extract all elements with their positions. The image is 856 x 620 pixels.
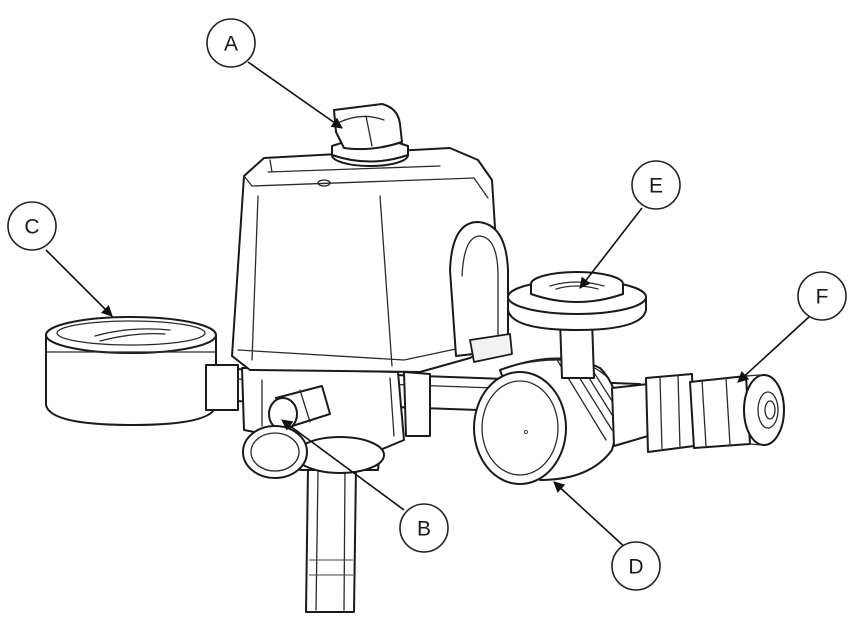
callout-e: E (631, 160, 681, 210)
leader-line-c (45, 249, 113, 317)
pressure-regulator-d (473, 355, 619, 485)
on-off-knob-a (331, 103, 409, 167)
callout-label-e: E (649, 175, 663, 198)
bottom-stem-tube (305, 467, 357, 613)
leader-line-f (737, 315, 811, 383)
output-gauge-e (507, 271, 647, 379)
callout-label-a: A (224, 33, 238, 56)
callout-a: A (206, 18, 256, 68)
leader-line-e (579, 207, 643, 289)
callout-b: B (399, 503, 449, 553)
safety-valve-b (242, 385, 331, 479)
pressure-switch-housing (231, 147, 513, 373)
callout-c: C (7, 201, 57, 251)
callout-label-b: B (417, 518, 431, 541)
leader-line-d (553, 481, 629, 551)
callout-label-f: F (816, 286, 829, 309)
callout-f: F (797, 271, 847, 321)
callout-label-d: D (628, 556, 643, 579)
pressure-gauge-c (45, 316, 239, 426)
leader-line-b (281, 419, 405, 511)
central-fitting-block (241, 367, 431, 474)
quick-coupler-f (611, 373, 785, 453)
callout-label-c: C (24, 216, 39, 239)
leader-line-a (247, 61, 343, 129)
callout-d: D (611, 541, 661, 591)
